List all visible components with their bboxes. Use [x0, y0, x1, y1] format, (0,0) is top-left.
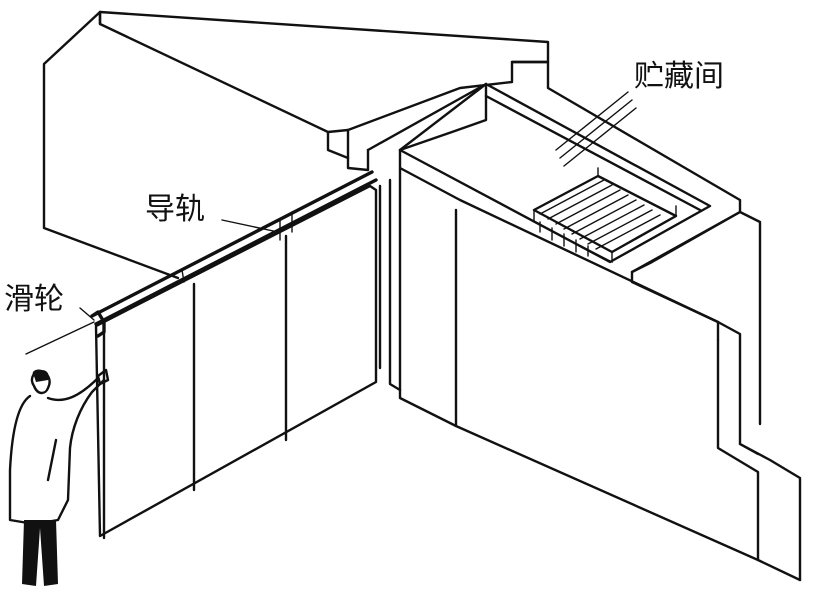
- sliding-doors: [94, 184, 378, 540]
- storage-room-label: 贮藏间: [634, 59, 724, 94]
- pulley-label: 滑轮: [4, 282, 64, 317]
- storage-shelves: [532, 167, 678, 264]
- right-wall: [378, 148, 802, 582]
- back-wall: [42, 10, 550, 280]
- leader-lines: [25, 91, 637, 355]
- person-figure: [8, 368, 110, 586]
- guide-rail: [90, 170, 378, 326]
- guide-rail-label: 导轨: [145, 192, 205, 227]
- pulley: [90, 310, 106, 338]
